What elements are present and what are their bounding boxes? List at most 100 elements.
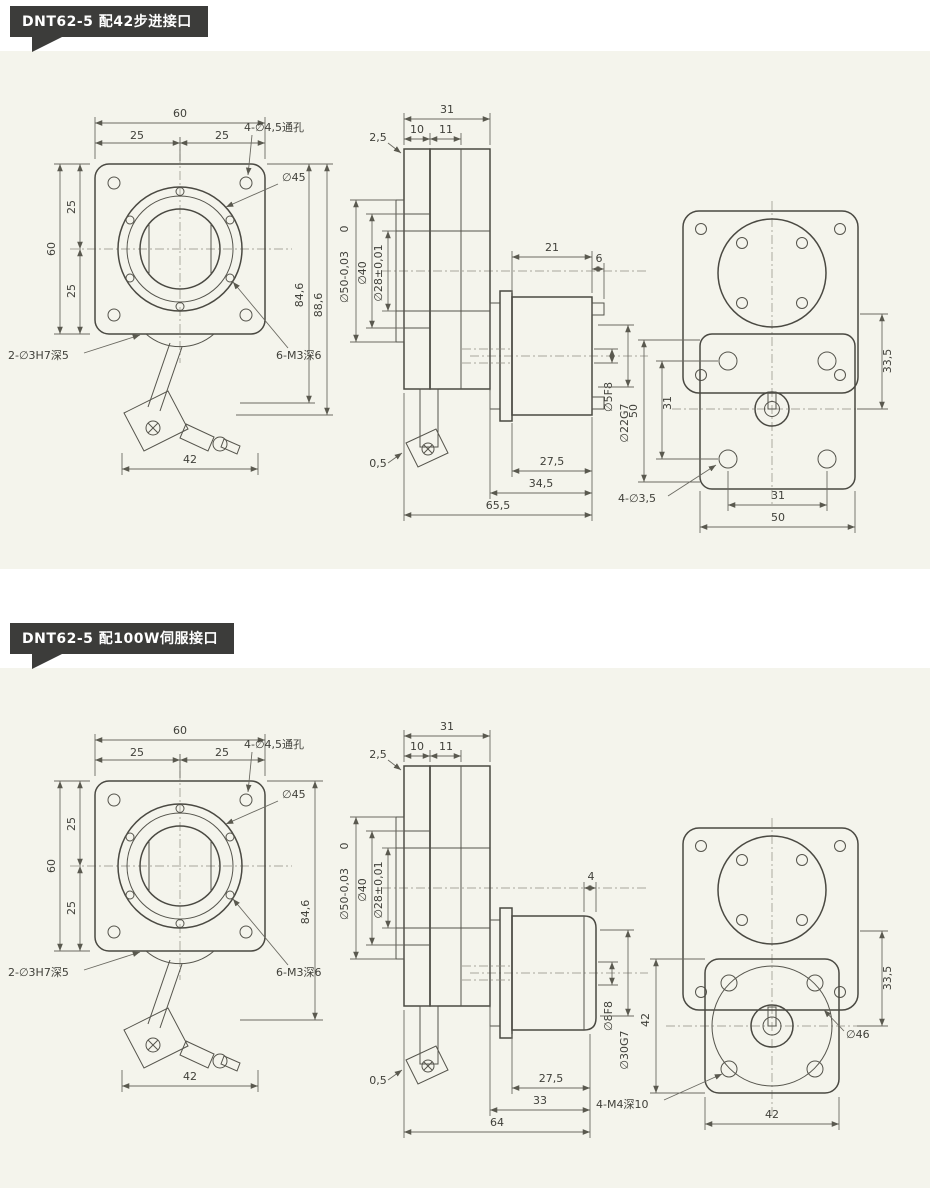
section-servo: DNT62-5 配100W伺服接口 (0, 617, 930, 1188)
dim-front-height-halves: 25 25 (65, 164, 83, 334)
motor-housing-circle (717, 835, 827, 945)
dim-label: ∅50-0,03 (338, 868, 351, 920)
dim-label: ∅40 (356, 261, 369, 285)
dim-label: 31 (440, 103, 454, 116)
sensor-body (123, 1007, 189, 1069)
dim-label: 11 (439, 740, 453, 753)
sensor-connector (179, 423, 215, 452)
dim-terminal-depth: 6 (592, 252, 605, 299)
side-view: 31 10 11 2,5 0 ∅50-0,03 (338, 720, 648, 1138)
front-plate-section (403, 148, 431, 390)
label-flange-dia: ∅45 (225, 788, 306, 825)
dim-label: ∅50-0,03 (338, 251, 351, 303)
dim-depth-parts: 10 11 (404, 123, 462, 145)
dim-step-front: 2,5 (369, 748, 402, 771)
tapped-holes-m3 (125, 187, 235, 311)
dim-dia-pilot: 0 ∅50-0,03 (338, 816, 396, 960)
section-title: DNT62-5 配100W伺服接口 (22, 631, 218, 647)
label-through-holes: 4-∅4,5通孔 (244, 738, 304, 793)
flange-screws (718, 351, 837, 469)
label-pcd: ∅46 (823, 1009, 870, 1041)
sensor-body-side (405, 428, 449, 468)
dim-front-height-total: 60 (45, 163, 90, 335)
technical-drawing-servo: 60 25 25 60 25 25 (8, 720, 894, 1138)
motor-flange-square (699, 333, 856, 490)
sensor-bracket (419, 388, 439, 448)
motor-body (511, 296, 593, 416)
dim-bottom-a: 27,5 (511, 1034, 591, 1138)
pilot-boss (395, 816, 405, 960)
dim-rear-bottom: 42 (704, 1097, 840, 1130)
dim-label: 0,5 (369, 1074, 387, 1087)
pilot-boss (395, 199, 405, 343)
hole-callout: 2-∅3H7深5 (8, 966, 69, 979)
hole-callout: 4-∅4,5通孔 (244, 121, 304, 134)
dim-front-height-total: 60 (45, 780, 90, 952)
terminal-bottom (591, 396, 605, 410)
dim-motor-shaft: ∅8F8 (598, 961, 618, 1031)
dim-label: 31 (771, 489, 785, 502)
dim-label: 64 (490, 1116, 504, 1129)
dim-label: 50 (771, 511, 785, 524)
rear-body-outline (682, 827, 859, 1011)
dim-label: ∅28±0,01 (372, 861, 385, 918)
dim-overall-height: 88,6 (236, 164, 333, 416)
dim-label: ∅22G7 (618, 403, 631, 442)
front-plate-section (403, 765, 431, 1007)
dim-label: 6 (596, 252, 603, 265)
dim-encoder-cap: 4 (583, 870, 597, 912)
label-through-holes: 4-∅4,5通孔 (244, 121, 304, 176)
sensor-body (123, 390, 189, 452)
drawing-panel-stepper: 60 25 25 60 25 25 (0, 51, 930, 569)
rear-corner-holes (695, 223, 846, 381)
cable-stub (220, 438, 241, 455)
dim-label: 42 (639, 1013, 652, 1027)
dim-label: 25 (215, 129, 229, 142)
dim-label: 34,5 (529, 477, 554, 490)
shaft-hole (764, 401, 780, 417)
rear-corner-holes (695, 840, 846, 998)
sensor-bracket (419, 1005, 439, 1065)
adjust-screw (145, 1037, 161, 1053)
dim-label: 42 (765, 1108, 779, 1121)
dim-dia-bore: ∅28±0,01 (372, 230, 396, 312)
cable-stub (220, 1055, 241, 1072)
sensor-assembly (123, 959, 241, 1072)
dim-label: 84,6 (299, 900, 312, 925)
section-title-badge: DNT62-5 配100W伺服接口 (10, 623, 234, 669)
label-mount-screws: 4-M4深10 (596, 1073, 723, 1111)
dim-bottom-b: 34,5 (489, 391, 592, 499)
dim-front-width-total: 60 (94, 724, 266, 776)
dim-dia-recess: ∅40 (356, 830, 404, 946)
dim-bottom-b: 33 (489, 1008, 590, 1116)
dim-label: 25 (65, 200, 78, 214)
dim-dia-recess: ∅40 (356, 213, 404, 329)
front-view: 60 25 25 60 25 25 (8, 724, 323, 1092)
dim-label: 4 (588, 870, 595, 883)
dim-label: 25 (130, 746, 144, 759)
dim-label: 25 (215, 746, 229, 759)
dim-label: 2,5 (369, 748, 387, 761)
dim-label: 33,5 (881, 966, 894, 991)
dim-label: 25 (65, 284, 78, 298)
housing-section (429, 148, 491, 390)
label-pin-holes: 2-∅3H7深5 (8, 951, 141, 979)
center-bore (139, 208, 221, 290)
housing-screws (736, 237, 808, 309)
section-stepper: DNT62-5 配42步进接口 (0, 0, 930, 569)
label-tapped-holes: 6-M3深6 (232, 898, 321, 979)
dim-rear-left-outer: 50 (627, 339, 700, 483)
dim-bottom-total: 65,5 (403, 393, 592, 521)
housing-screws (736, 854, 808, 926)
dim-label: 60 (173, 724, 187, 737)
dim-label: ∅5F8 (602, 382, 615, 412)
hole-callout: 6-M3深6 (276, 349, 321, 362)
drawing-panel-servo: 60 25 25 60 25 25 (0, 668, 930, 1188)
section-title-badge: DNT62-5 配42步进接口 (10, 6, 208, 52)
section-gap (0, 569, 930, 617)
label-pin-holes: 2-∅3H7深5 (8, 334, 141, 362)
hole-callout: 6-M3深6 (276, 966, 321, 979)
dim-label: 88,6 (312, 293, 325, 318)
dim-motor-depth: 21 (511, 241, 593, 293)
pcd-circle (711, 965, 833, 1087)
